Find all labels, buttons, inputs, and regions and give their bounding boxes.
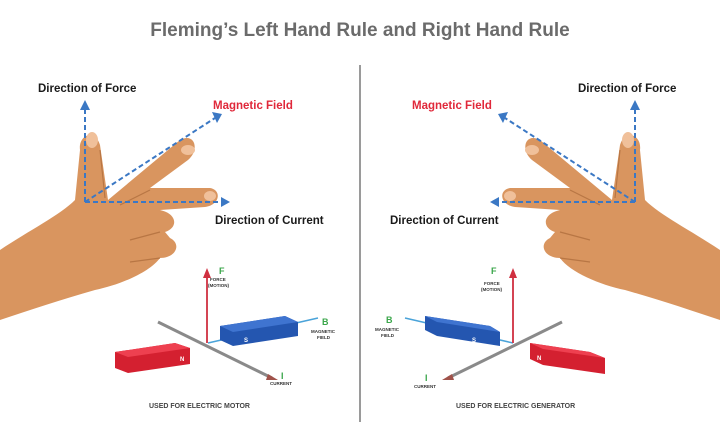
right-hand-rule: Direction of Force Magnetic Field Direct…: [375, 83, 720, 410]
f-letter: F: [491, 266, 497, 276]
south-pole-label: S: [244, 338, 248, 344]
motor-caption: USED FOR ELECTRIC MOTOR: [149, 403, 250, 410]
right-hand-illustration: [501, 131, 720, 321]
i-letter: I: [281, 371, 284, 381]
f-letter: F: [219, 266, 225, 276]
magnetic-text: MAGNETIC: [311, 329, 336, 334]
field-arrow: [84, 117, 216, 203]
current-text: CURRENT: [270, 381, 292, 386]
generator-diagram: S N F FORCE (MOTION) B MAGNETIC FIELD I …: [375, 266, 605, 410]
i-letter: I: [425, 373, 428, 383]
page-title: Fleming’s Left Hand Rule and Right Hand …: [150, 20, 569, 41]
b-letter: B: [322, 317, 329, 327]
conductor-rod: [157, 320, 273, 380]
field-label: Magnetic Field: [213, 100, 293, 112]
north-pole-label: N: [180, 357, 184, 363]
north-pole-label: N: [537, 356, 541, 362]
force-label: Direction of Force: [578, 83, 676, 95]
current-label: Direction of Current: [390, 215, 499, 227]
force-arrowhead-icon: [80, 100, 90, 110]
current-arrowhead-icon: [490, 197, 499, 207]
force-text: FORCE: [210, 277, 226, 282]
field-text: FIELD: [317, 335, 331, 340]
current-label: Direction of Current: [215, 215, 324, 227]
south-magnet: [425, 316, 500, 346]
current-arrowhead-icon: [266, 374, 278, 380]
conductor-rod: [447, 320, 563, 380]
current-text: CURRENT: [414, 384, 436, 389]
field-arrow: [504, 117, 636, 203]
b-letter: B: [386, 315, 393, 325]
current-arrowhead-icon: [442, 374, 454, 380]
force-arrowhead-icon: [630, 100, 640, 110]
force-label: Direction of Force: [38, 83, 136, 95]
motor-diagram: S N F FORCE (MOTION) B MAGNETIC FIELD I …: [115, 266, 336, 410]
left-hand-rule: Direction of Force Magnetic Field Direct…: [0, 83, 336, 410]
motion-text: (MOTION): [208, 283, 229, 288]
current-arrowhead-icon: [221, 197, 230, 207]
south-pole-label: S: [472, 338, 476, 344]
field-text: FIELD: [381, 333, 395, 338]
motion-text: (MOTION): [481, 287, 502, 292]
field-label: Magnetic Field: [412, 100, 492, 112]
force-arrowhead-icon: [509, 268, 517, 278]
left-hand-illustration: [0, 131, 219, 321]
field-arrowhead-icon: [498, 112, 508, 123]
north-magnet: [530, 343, 605, 374]
force-text: FORCE: [484, 281, 500, 286]
force-arrowhead-icon: [203, 268, 211, 278]
field-arrowhead-icon: [212, 112, 222, 123]
magnetic-text: MAGNETIC: [375, 327, 400, 332]
generator-caption: USED FOR ELECTRIC GENERATOR: [456, 403, 575, 410]
